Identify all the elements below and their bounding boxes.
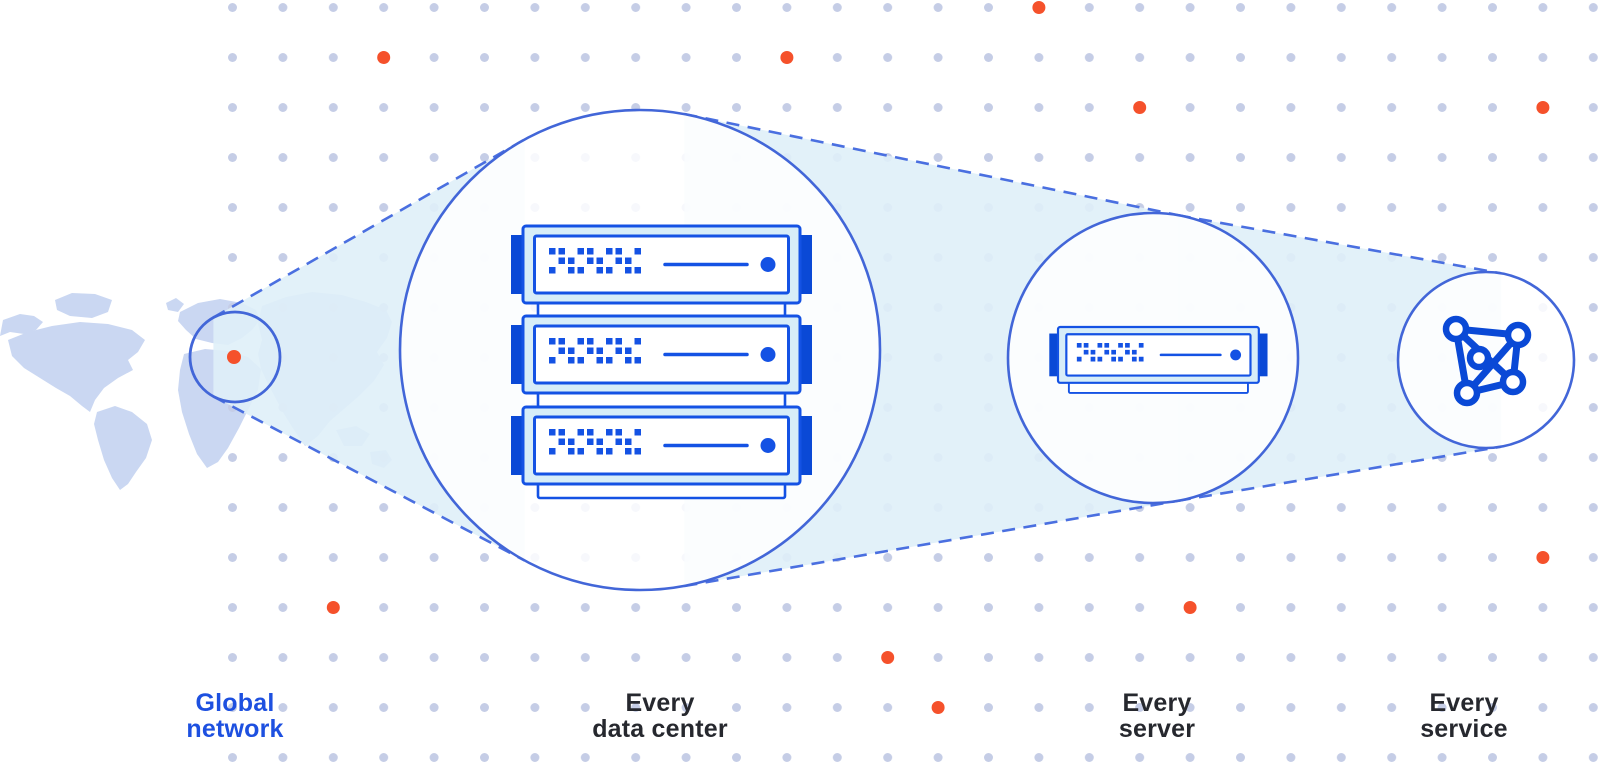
zoom-dashed-line <box>684 112 1181 217</box>
server-unit-icon <box>1048 325 1269 395</box>
zoom-dashed-line <box>212 138 526 319</box>
label-line: Every <box>625 689 695 717</box>
server-unit-icon <box>509 405 814 500</box>
network-node <box>1442 315 1470 343</box>
orange-accent-dot <box>881 651 895 664</box>
label-line: data center <box>592 715 728 743</box>
server-unit-icon <box>509 314 814 409</box>
server-rack-stack-icon <box>509 224 814 500</box>
orange-accent-dot <box>1133 101 1147 114</box>
orange-accent-dot <box>1032 1 1046 14</box>
label-line: server <box>1118 715 1196 743</box>
orange-accent-dots <box>326 1 1550 714</box>
location-marker-dot <box>227 350 241 364</box>
label-line: Every <box>1122 689 1192 717</box>
orange-accent-dot <box>377 51 391 64</box>
network-node <box>1453 379 1481 407</box>
network-node <box>1499 368 1527 396</box>
global-network-highlight <box>188 310 282 404</box>
network-node <box>1466 345 1492 371</box>
label-every-data-center: Every data center <box>540 690 780 742</box>
label-every-server: Every server <box>1037 690 1277 742</box>
label-line: service <box>1420 715 1508 743</box>
orange-accent-dot <box>1183 601 1197 614</box>
zoom-dashed-line <box>1177 445 1502 503</box>
server-unit-icon <box>509 224 814 319</box>
label-line: network <box>186 715 284 743</box>
zoom-dashed-line <box>212 395 526 562</box>
orange-accent-dot <box>780 51 794 64</box>
orange-accent-dot <box>326 601 340 614</box>
orange-accent-dot <box>1536 551 1550 564</box>
label-global-network: Global network <box>115 690 355 742</box>
network-graph-icon <box>1442 315 1532 407</box>
network-node <box>1504 321 1532 349</box>
zoom-dashed-line <box>1177 213 1502 275</box>
map-highlight-circle <box>188 310 282 404</box>
label-line: Global <box>195 689 275 717</box>
data-center-stage <box>398 108 882 592</box>
label-line: Every <box>1429 689 1499 717</box>
server-stage <box>1006 211 1300 505</box>
orange-accent-dot <box>1536 101 1550 114</box>
service-stage <box>1396 270 1576 450</box>
zoom-dashed-line <box>684 499 1181 588</box>
label-every-service: Every service <box>1344 690 1584 742</box>
orange-accent-dot <box>931 701 945 714</box>
